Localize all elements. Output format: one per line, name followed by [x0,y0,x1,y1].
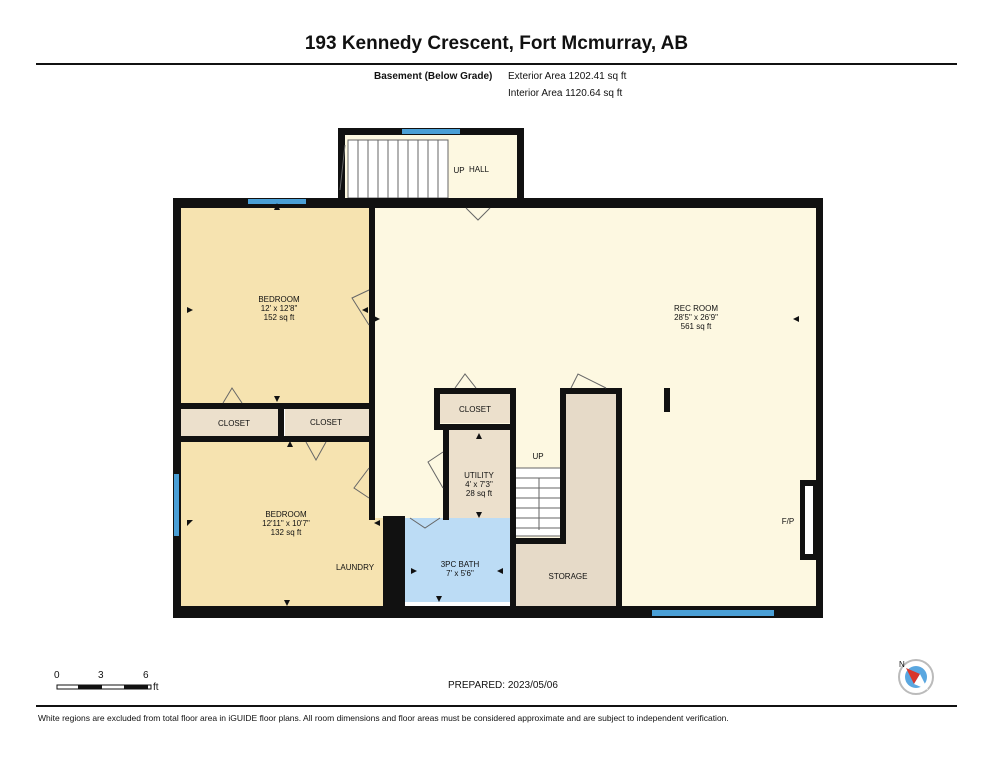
windows [174,129,774,616]
walls [173,128,823,618]
header-divider [36,63,957,65]
closet-a-label: CLOSET [218,419,250,428]
scale-tick-6: 6 [143,670,149,681]
scale-unit: ft [153,682,159,693]
utility-name: UTILITY [464,471,494,480]
scale-tick-0: 0 [54,670,60,681]
closet-c-area [440,393,512,423]
bath-area [404,518,510,602]
closet-c-label: CLOSET [459,405,491,414]
rec-room-name: REC ROOM [674,304,718,313]
fireplace [805,486,813,554]
prepared-date: PREPARED: 2023/05/06 [448,680,558,691]
floor-name: Basement (Below Grade) [374,71,493,82]
rec-room-area-text: 561 sq ft [681,322,712,331]
rec-room-dims: 28'5" x 26'9" [674,313,718,322]
scale-tick-3: 3 [98,670,104,681]
stairs-up-mid-label: UP [532,452,543,461]
bedroom-1-name: BEDROOM [258,295,300,304]
bedroom-2-dims: 12'11" x 10'7" [262,519,310,528]
exterior-area: Exterior Area 1202.41 sq ft [508,71,627,82]
compass-icon: N [898,659,934,695]
closet-b-area [285,408,372,438]
utility-dims: 4' x 7'3" [465,480,493,489]
fireplace-label: F/P [782,517,794,526]
closet-b-label: CLOSET [310,418,342,427]
closet-a-area [180,408,280,438]
storage-label: STORAGE [549,572,588,581]
stairs-up-top-label: UP [453,166,464,175]
rec-room-area [372,208,816,606]
laundry-label: LAUNDRY [336,563,375,572]
bath-dims: 7' x 5'6" [446,569,474,578]
scale-bar [56,684,152,690]
bedroom-2-area-text: 132 sq ft [271,528,302,537]
bedroom-1-area-text: 152 sq ft [264,313,295,322]
disclaimer: White regions are excluded from total fl… [38,713,729,723]
storage-lower-area [515,540,566,608]
page-title: 193 Kennedy Crescent, Fort Mcmurray, AB [304,33,689,54]
stairs-mid [514,467,564,537]
dimension-markers [187,203,799,606]
storage-area [566,393,618,608]
footer-divider [36,705,957,707]
bedroom-2-name: BEDROOM [265,510,307,519]
bedroom-2-area [180,438,385,606]
interior-area: Interior Area 1120.64 sq ft [508,88,623,99]
utility-area [448,430,510,540]
svg-text:N: N [899,660,905,669]
stairs-top [347,139,449,199]
hall-lower-area [372,430,444,518]
bath-name: 3PC BATH [441,560,480,569]
hall-label: HALL [469,165,490,174]
bedroom-1-dims: 12' x 12'8" [261,304,298,313]
bedroom-1-area [180,208,372,408]
utility-area-text: 28 sq ft [466,489,493,498]
doors [222,144,607,529]
